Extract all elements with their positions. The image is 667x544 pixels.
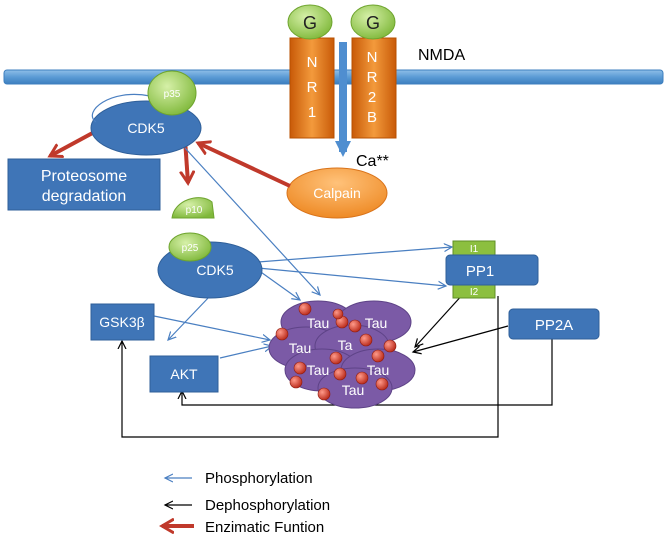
i1-label: I1 xyxy=(470,244,479,255)
dephospho-arrow-pp2a-to-tau xyxy=(413,325,509,352)
tau-label: Tau xyxy=(307,362,330,378)
phospho-arrow-cdk5mid-to-tau xyxy=(257,269,300,300)
calcium-label: Ca** xyxy=(356,153,389,170)
phospho-arrow-cdk5mid-to-i1 xyxy=(257,247,452,263)
phosphate-dot xyxy=(348,319,362,333)
cdk5-top-label: CDK5 xyxy=(127,120,165,136)
nr2b-letter: 2 xyxy=(368,89,376,106)
i2-label: I2 xyxy=(470,287,479,298)
nr2b-letter: N xyxy=(367,49,378,66)
nmda-label: NMDA xyxy=(418,47,465,64)
phosphate-dot xyxy=(289,375,303,389)
phosphate-dot xyxy=(359,333,373,347)
nr1-subunit xyxy=(289,37,335,139)
tau-label: Tau xyxy=(365,315,388,331)
tau-label: Ta xyxy=(338,337,353,353)
calpain-node xyxy=(286,167,388,219)
phosphate-dot xyxy=(298,302,312,316)
p35-label: p35 xyxy=(164,89,181,100)
pp1-label: PP1 xyxy=(466,263,494,280)
legend-phosphorylation-label: Phosphorylation xyxy=(205,470,313,487)
phosphate-dot xyxy=(317,387,331,401)
tau-label: Tau xyxy=(307,315,330,331)
phospho-arrow-akt-to-tau xyxy=(219,346,272,359)
phosphate-groups xyxy=(275,302,397,401)
nmda-receptor: G G N R 1 N R 2 B NMDA xyxy=(287,4,465,139)
akt-label: AKT xyxy=(170,366,198,382)
calpain-label: Calpain xyxy=(313,185,360,201)
phosphate-dot xyxy=(293,361,307,375)
p10-node xyxy=(171,197,215,219)
nr2b-letter: B xyxy=(367,109,377,126)
phospho-arrow-cdk5top-to-tau xyxy=(184,147,320,295)
nr1-g-protein xyxy=(287,4,333,40)
phosphate-dot xyxy=(375,377,389,391)
pp1-box xyxy=(445,254,539,286)
proteosome-box xyxy=(7,158,161,211)
tau-label: Tau xyxy=(367,362,390,378)
phosphate-dot xyxy=(332,308,344,320)
phosphate-dot xyxy=(371,349,385,363)
nr1-letter: N xyxy=(307,54,318,71)
nr1-g-label: G xyxy=(303,13,317,33)
nr2b-g-label: G xyxy=(366,13,380,33)
gsk3b-label: GSK3β xyxy=(99,314,144,330)
cdk5-mid-label: CDK5 xyxy=(196,262,234,278)
legend-enzymatic-label: Enzimatic Funtion xyxy=(205,519,324,536)
phospho-arrow-gsk3b-to-tau xyxy=(153,315,270,340)
nr2b-g-protein xyxy=(350,4,396,40)
p25-label: p25 xyxy=(182,243,199,254)
phosphate-dot xyxy=(329,351,343,365)
pp2a-label: PP2A xyxy=(535,317,573,334)
phosphate-dot xyxy=(275,327,289,341)
nr1-letter: 1 xyxy=(308,104,316,121)
enzymatic-arrow-calpain-to-p35 xyxy=(198,143,291,188)
p10-label: p10 xyxy=(186,205,203,216)
pp2a-box xyxy=(508,308,600,340)
p35-node xyxy=(147,70,197,116)
tau-aggregate: Tau Tau Tau Ta Tau Tau Tau xyxy=(268,300,416,409)
phosphate-dot xyxy=(383,339,397,353)
nr2b-letter: R xyxy=(367,69,378,86)
tau-label: Tau xyxy=(289,340,312,356)
akt-box xyxy=(149,355,219,393)
phosphate-dot xyxy=(333,367,347,381)
proteosome-label-line2: degradation xyxy=(42,188,127,205)
phosphate-dot xyxy=(355,371,369,385)
legend-dephosphorylation-label: Dephosphorylation xyxy=(205,497,330,514)
p35-cdk5-loop xyxy=(91,93,151,123)
nr1-letter: R xyxy=(307,79,318,96)
legend: Phosphorylation Dephosphorylation Enzima… xyxy=(162,470,330,536)
phospho-arrow-cdk5mid-to-pp1 xyxy=(257,267,446,286)
proteosome-label-line1: Proteosome xyxy=(41,168,127,185)
dephospho-arrow-pp1-to-gsk3b xyxy=(122,296,499,438)
p25-node xyxy=(168,232,212,262)
gsk3b-box xyxy=(90,303,155,341)
phospho-arrow-cdk5mid-to-akt xyxy=(168,295,211,340)
tau-label: Tau xyxy=(342,382,365,398)
